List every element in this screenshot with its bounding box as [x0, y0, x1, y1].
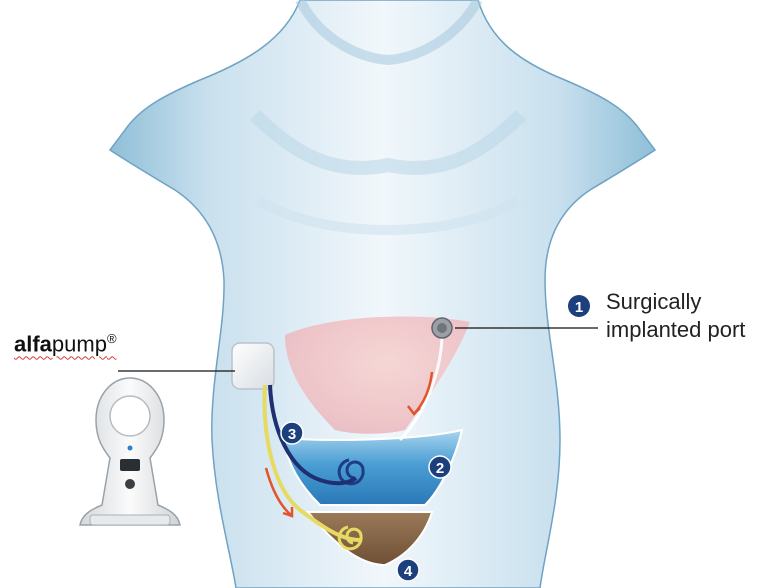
external-charger-device — [80, 378, 180, 525]
marker-4: 4 — [397, 559, 419, 581]
alfapump-label: alfapump® — [14, 331, 117, 357]
alfapump-label-bold: alfa — [14, 331, 52, 356]
marker-2: 2 — [429, 456, 451, 478]
implanted-pump — [232, 343, 274, 389]
marker-2-label: 2 — [436, 460, 444, 477]
marker-3-label: 3 — [288, 426, 296, 443]
marker-1: 1 — [568, 295, 590, 317]
port-label-line2: implanted port — [606, 316, 745, 344]
port-label-line1: Surgically — [606, 288, 745, 316]
port-label: Surgically implanted port — [606, 288, 745, 344]
marker-4-label: 4 — [404, 563, 413, 580]
alfapump-label-regular: pump — [52, 331, 107, 356]
registered-mark: ® — [107, 331, 117, 346]
implanted-port — [432, 318, 452, 338]
marker-3: 3 — [281, 422, 303, 444]
marker-1-label: 1 — [575, 299, 583, 316]
